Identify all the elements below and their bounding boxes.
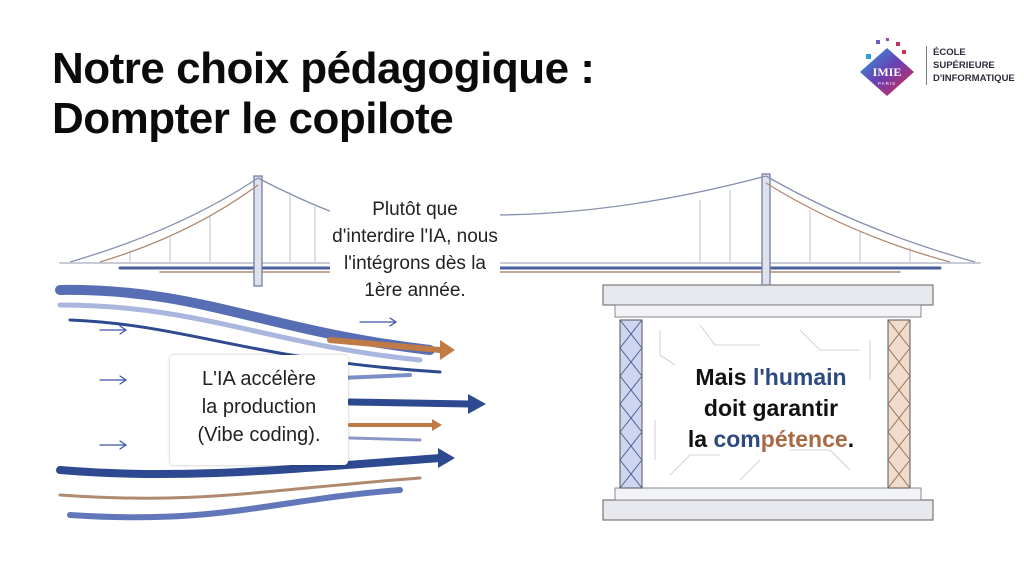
bridge-cables <box>69 175 976 263</box>
human-competence-text: Mais l'humain doit garantir la compétenc… <box>646 362 896 455</box>
school-name: ÉCOLE SUPÉRIEURE D'INFORMATIQUE <box>926 46 1015 85</box>
school-name-line: ÉCOLE <box>933 47 966 58</box>
school-name-line: D'INFORMATIQUE <box>933 73 1015 84</box>
competence-frame <box>602 284 934 521</box>
ia-accelerates-box: L'IA accélère la production (Vibe coding… <box>170 355 348 465</box>
school-name-line: SUPÉRIEURE <box>933 60 995 71</box>
svg-text:IMIE: IMIE <box>873 65 902 79</box>
bridge-deck <box>59 262 981 273</box>
page-title: Notre choix pédagogique : Dompter le cop… <box>52 44 595 144</box>
text-fragment: Mais <box>695 364 753 390</box>
title-line-2: Dompter le copilote <box>52 94 454 143</box>
ia-box-line: (Vibe coding). <box>197 424 321 446</box>
ia-box-line: la production <box>201 396 317 418</box>
bridge-caption: Plutôt que d'interdire l'IA, nous l'inté… <box>330 196 500 304</box>
svg-text:PARIS: PARIS <box>878 81 896 86</box>
bridge-caption-line: Plutôt que d'interdire l'IA, nous <box>332 199 498 247</box>
flow-arrows <box>55 284 486 521</box>
text-fragment: . <box>847 426 855 452</box>
text-highlight-human: l'humain <box>752 364 847 390</box>
text-line: doit garantir <box>703 395 839 421</box>
imie-logo-icon: IMIE PARIS <box>860 38 914 96</box>
title-line-1: Notre choix pédagogique : <box>52 44 595 93</box>
text-highlight-blue: com <box>713 426 761 452</box>
text-fragment: la <box>687 426 714 452</box>
ia-box-line: L'IA accélère <box>202 368 316 390</box>
bridge-caption-line: l'intégrons dès la 1ère année. <box>344 253 486 301</box>
school-logo: IMIE PARIS ÉCOLE SUPÉRIEURE D'INFORMATIQ… <box>856 36 1015 100</box>
text-highlight-copper: pétence <box>760 426 848 452</box>
